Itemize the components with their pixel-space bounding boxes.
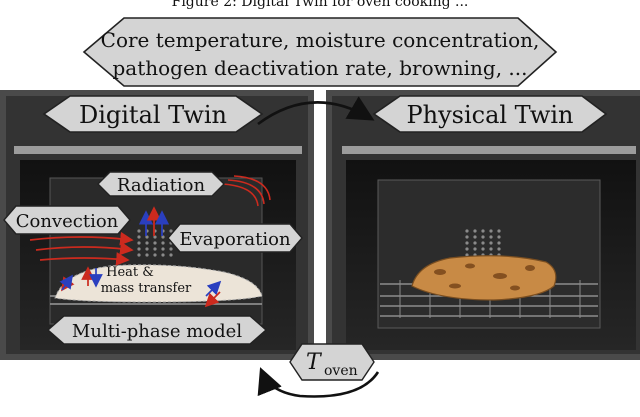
outputs-line-2: pathogen deactivation rate, browning, ..… bbox=[112, 56, 527, 80]
food-browning-spots bbox=[434, 263, 535, 291]
multiphase-model-label: Multi-phase model bbox=[72, 321, 242, 342]
outputs-hexagon bbox=[82, 17, 558, 87]
heat-mass-transfer-arrows bbox=[59, 266, 222, 308]
physical-twin-oven bbox=[326, 90, 640, 360]
physical-to-digital-arrow bbox=[257, 367, 380, 398]
digital-twin-label-shape bbox=[42, 95, 264, 133]
convection-arrows bbox=[29, 231, 134, 266]
digital-twin-title: Digital Twin bbox=[79, 101, 227, 129]
heat-transfer-line-1: Heat & bbox=[106, 265, 154, 280]
evaporation-label: Evaporation bbox=[179, 229, 291, 250]
digital-to-physical-arrow bbox=[257, 96, 375, 126]
physical-twin-title: Physical Twin bbox=[406, 101, 573, 129]
evaporation-label-shape bbox=[167, 223, 303, 253]
oven-temperature-symbol: T bbox=[306, 350, 323, 375]
physical-twin-food bbox=[411, 255, 557, 301]
multiphase-model-shape bbox=[46, 315, 268, 345]
oven-temperature-subscript: oven bbox=[324, 363, 358, 379]
caption-top: Figure 2: Digital Twin for oven cooking … bbox=[172, 0, 469, 10]
heat-transfer-line-2: mass transfer bbox=[101, 281, 192, 296]
radiation-label-shape bbox=[97, 171, 225, 197]
evaporation-arrows bbox=[138, 206, 170, 236]
convection-label: Convection bbox=[16, 211, 119, 232]
outputs-line-1: Core temperature, moisture concentration… bbox=[101, 28, 540, 52]
radiation-label: Radiation bbox=[117, 175, 206, 196]
convection-label-shape bbox=[3, 205, 131, 235]
physical-twin-label-shape bbox=[372, 95, 608, 133]
oven-temperature-shape bbox=[289, 343, 375, 381]
radiation-arcs bbox=[221, 175, 271, 207]
